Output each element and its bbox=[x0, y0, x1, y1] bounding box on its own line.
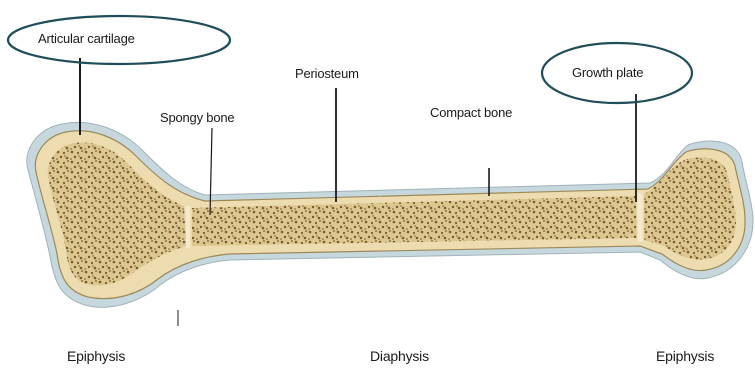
growth-plate-label: Growth plate bbox=[572, 65, 643, 81]
periosteum-label: Periosteum bbox=[295, 66, 359, 82]
diaphysis-label: Diaphysis bbox=[370, 348, 429, 364]
compact-bone-label: Compact bone bbox=[430, 105, 512, 121]
spongy-bone-label: Spongy bone bbox=[160, 110, 234, 126]
right-epiphysis-label: Epiphysis bbox=[656, 348, 714, 364]
articular-cartilage-label: Articular cartilage bbox=[38, 31, 135, 47]
left-epiphysis-label: Epiphysis bbox=[67, 348, 125, 364]
